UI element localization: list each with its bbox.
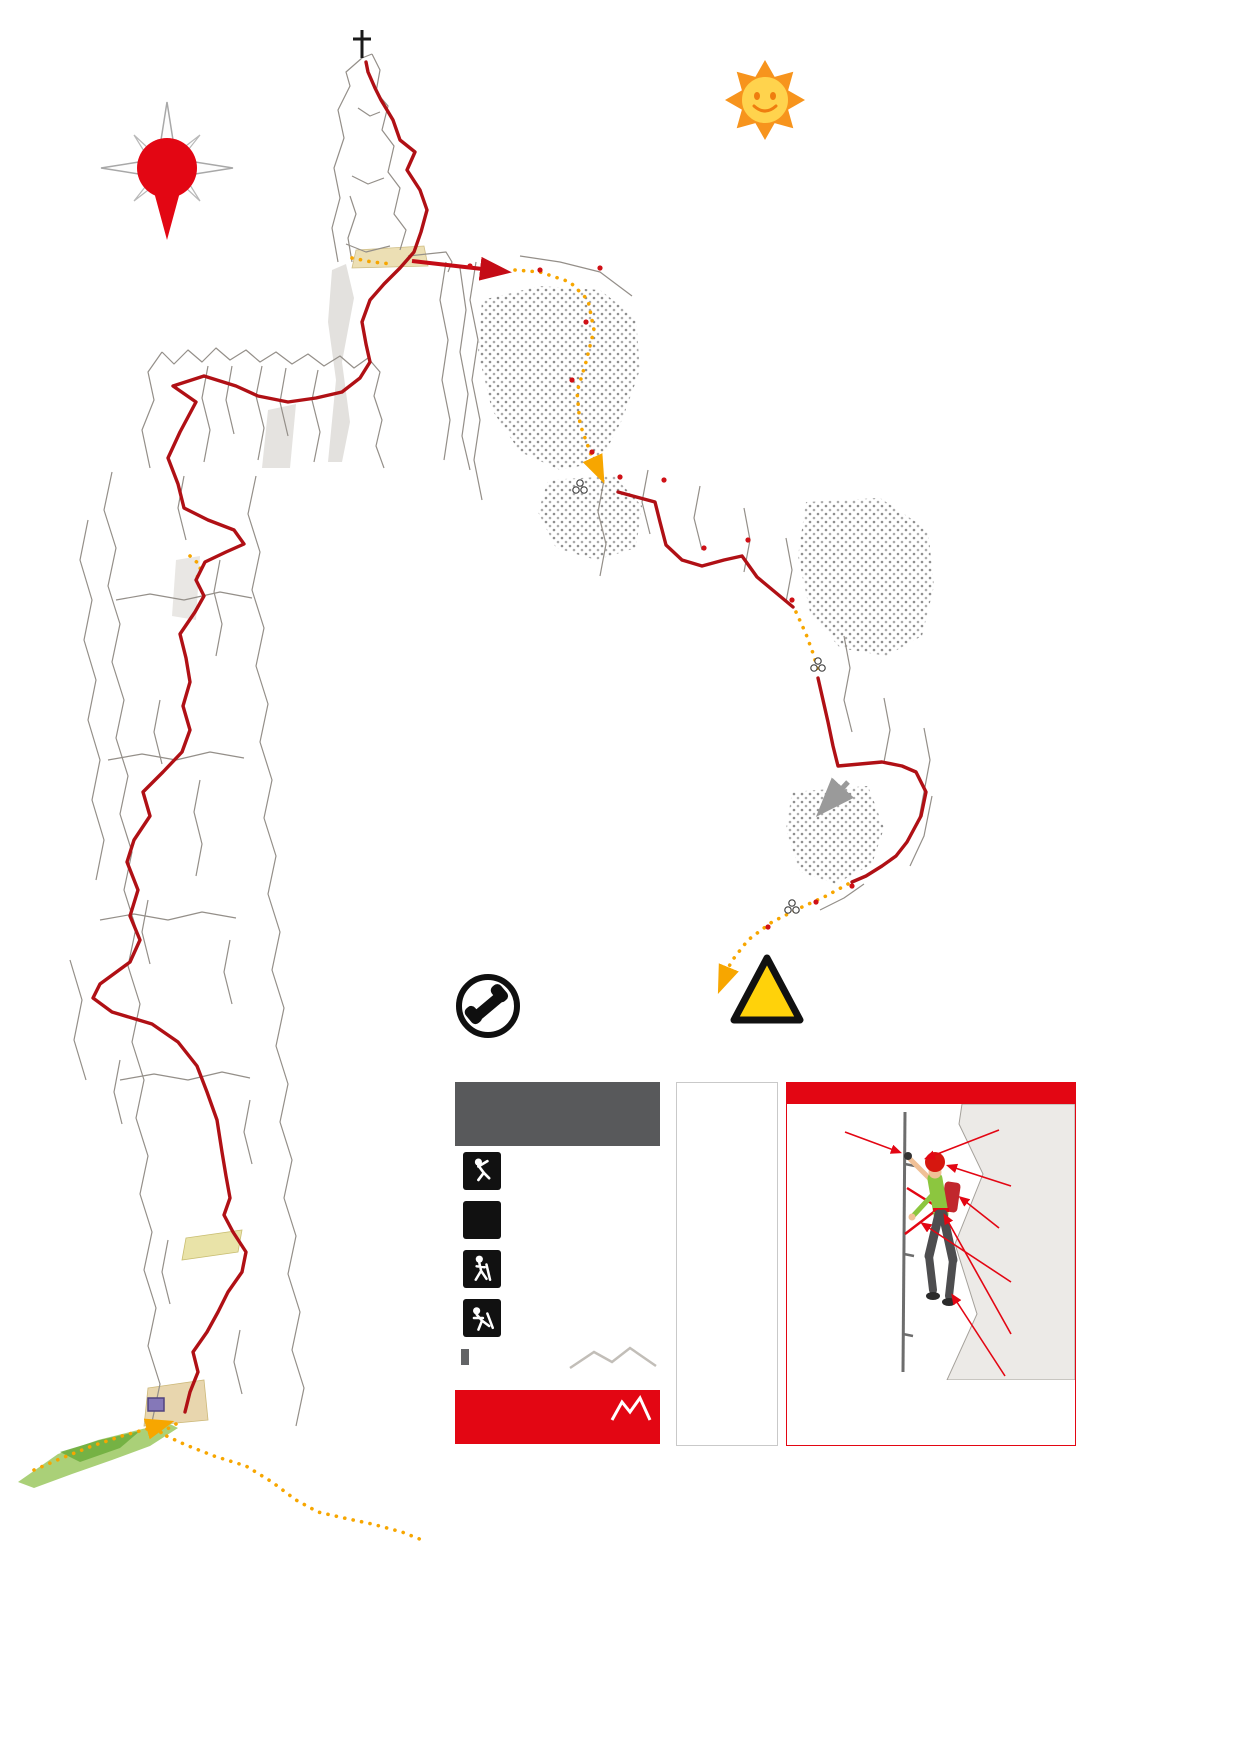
route-info-title (455, 1082, 660, 1146)
bergsteigen-logo (455, 1346, 660, 1384)
book-tip (672, 1490, 706, 1536)
emergency-call (452, 964, 532, 1042)
cairn-icon (572, 479, 826, 914)
sun-illustration (725, 60, 805, 140)
phone-icon (456, 974, 520, 1038)
scale-header (677, 1083, 777, 1099)
difficulty-badge (463, 1200, 501, 1239)
rock-outlines (69, 53, 933, 1427)
summit-cross-icon (353, 30, 371, 58)
descent-path (32, 256, 850, 1542)
bergsteigen-logo-tld (461, 1349, 469, 1365)
stat-difficulty (455, 1195, 660, 1244)
route-line (91, 60, 928, 1414)
approach-hiker-icon (463, 1249, 501, 1288)
mini-biwak-icon (147, 1397, 165, 1412)
climb-height-icon (463, 1151, 501, 1190)
compass-rose (100, 101, 234, 240)
scree-field (478, 286, 934, 884)
stat-approach-time (455, 1244, 660, 1293)
alpinverlag-mountains-icon (610, 1395, 652, 1421)
route-info-box (455, 1082, 660, 1444)
difficulty-scale (676, 1082, 778, 1446)
no-arrow (815, 777, 854, 818)
scale-rows (677, 1099, 777, 1445)
equipment-pointer-arrows (844, 1129, 1012, 1377)
descent-hiker-icon (463, 1298, 501, 1337)
stat-descent-time (455, 1293, 660, 1342)
mountain-ridge-icon (569, 1346, 657, 1370)
warning-triangle-icon (730, 954, 804, 1024)
approach-meadow (18, 1423, 178, 1488)
climber-illustration (844, 1103, 1076, 1381)
equipment-panel (786, 1082, 1076, 1446)
equipment-header (787, 1083, 1075, 1104)
stat-climb-height (455, 1146, 660, 1195)
alpinverlag-logo (455, 1390, 660, 1444)
abzweigung-arrow (411, 256, 512, 281)
climber-figure (904, 1152, 961, 1306)
